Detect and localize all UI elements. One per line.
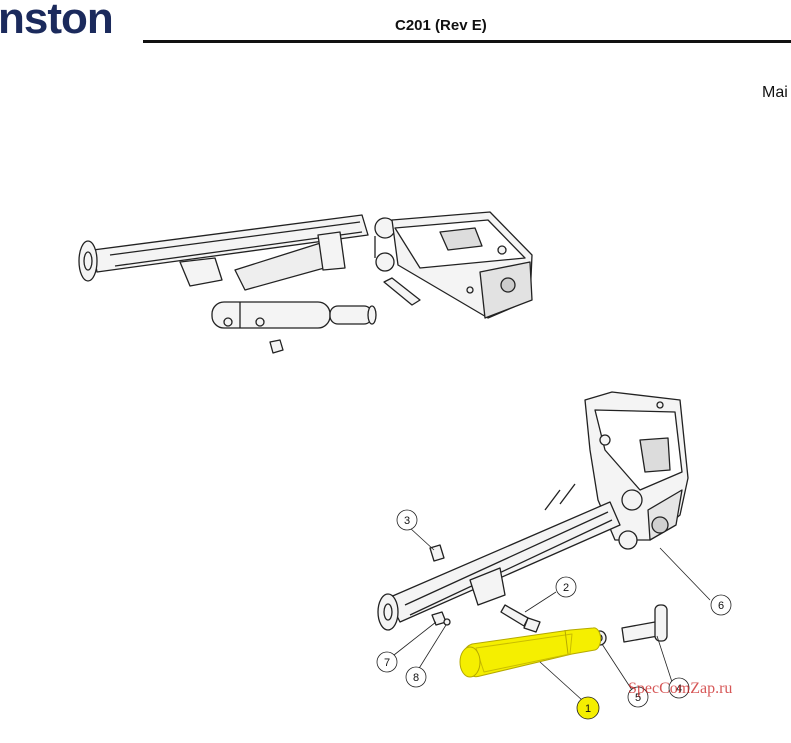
callout-2: 2 [555, 576, 577, 598]
overview-assembly [78, 211, 533, 354]
watermark: SpecComZap.ru [628, 680, 733, 697]
header-rule [143, 40, 791, 43]
section-label: Mai [762, 84, 788, 101]
callout-4: 4 [668, 677, 690, 699]
svg-text:3: 3 [404, 515, 410, 527]
highlighted-part-1 [459, 627, 602, 678]
brand-logo: nston [0, 0, 114, 43]
callout-7: 7 [376, 651, 398, 673]
callout-8: 8 [405, 666, 427, 688]
svg-text:1: 1 [585, 703, 591, 715]
document-title: C201 (Rev E) [395, 17, 487, 34]
callout-1: 1 [576, 696, 600, 720]
callouts: 1 2 3 4 5 6 7 8 [376, 509, 732, 720]
callout-5: 5 [627, 686, 649, 708]
callout-6: 6 [710, 594, 732, 616]
exploded-assembly [377, 391, 689, 646]
svg-text:7: 7 [384, 657, 390, 669]
svg-text:4: 4 [676, 683, 682, 695]
callout-3: 3 [396, 509, 418, 531]
svg-text:6: 6 [718, 600, 724, 612]
leader-lines [393, 527, 711, 701]
svg-text:8: 8 [413, 672, 419, 684]
svg-text:5: 5 [635, 692, 641, 704]
svg-text:2: 2 [563, 582, 569, 594]
